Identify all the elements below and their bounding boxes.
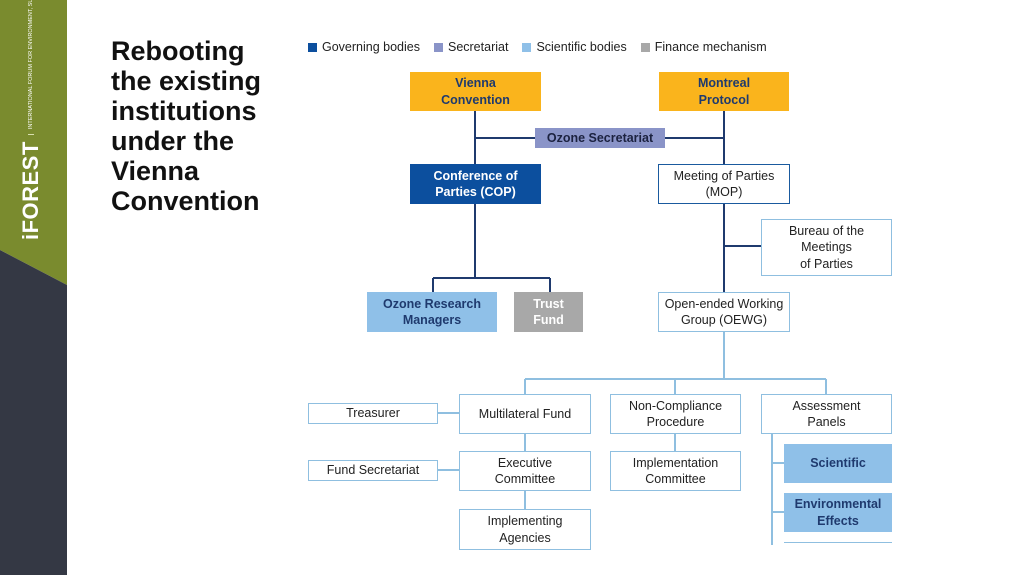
legend: Governing bodies Secretariat Scientific … bbox=[308, 40, 767, 54]
legend-swatch-secretariat bbox=[433, 42, 443, 52]
node-executive-committee: Executive Committee bbox=[459, 451, 591, 491]
legend-item-governing: Governing bodies bbox=[308, 40, 420, 54]
node-trust-fund: Trust Fund bbox=[514, 292, 583, 332]
node-non-compliance: Non-Compliance Procedure bbox=[610, 394, 741, 434]
node-fund-secretariat: Fund Secretariat bbox=[308, 460, 438, 481]
node-ozone-research-managers: Ozone Research Managers bbox=[367, 292, 497, 332]
node-oewg: Open-ended Working Group (OEWG) bbox=[658, 292, 790, 332]
legend-item-finance: Finance mechanism bbox=[640, 40, 767, 54]
node-ozone-secretariat: Ozone Secretariat bbox=[535, 128, 665, 148]
legend-swatch-scientific bbox=[522, 42, 532, 52]
sidebar: iFOREST International Forum for Environm… bbox=[0, 0, 67, 575]
node-vienna-convention: Vienna Convention bbox=[410, 72, 541, 111]
node-environmental-effects: Environmental Effects bbox=[784, 493, 892, 532]
node-multilateral-fund: Multilateral Fund bbox=[459, 394, 591, 434]
node-scientific: Scientific bbox=[784, 444, 892, 483]
node-implementation-committee: Implementation Committee bbox=[610, 451, 741, 491]
node-treasurer: Treasurer bbox=[308, 403, 438, 424]
legend-label-finance: Finance mechanism bbox=[654, 40, 767, 54]
governance-connectors bbox=[432, 111, 762, 292]
sidebar-green-panel bbox=[0, 0, 67, 285]
legend-swatch-finance bbox=[640, 42, 650, 52]
node-implementing-agencies: Implementing Agencies bbox=[459, 509, 591, 550]
node-cutoff-panel bbox=[784, 542, 892, 552]
legend-label-governing: Governing bodies bbox=[322, 40, 420, 54]
legend-item-scientific: Scientific bodies bbox=[522, 40, 627, 54]
legend-swatch-governing bbox=[308, 42, 317, 52]
node-mop: Meeting of Parties (MOP) bbox=[658, 164, 790, 204]
subsidiary-connectors bbox=[438, 331, 827, 545]
legend-item-secretariat: Secretariat bbox=[433, 40, 509, 54]
legend-label-scientific: Scientific bodies bbox=[536, 40, 627, 54]
node-cop: Conference of Parties (COP) bbox=[410, 164, 541, 204]
sidebar-dark-panel bbox=[0, 250, 67, 575]
node-bureau: Bureau of the Meetings of Parties bbox=[761, 219, 892, 276]
sidebar-background bbox=[0, 0, 67, 575]
slide-title: Rebooting the existing institutions unde… bbox=[111, 36, 262, 216]
legend-label-secretariat: Secretariat bbox=[447, 40, 509, 54]
node-montreal-protocol: Montreal Protocol bbox=[659, 72, 789, 111]
node-assessment-panels: Assessment Panels bbox=[761, 394, 892, 434]
